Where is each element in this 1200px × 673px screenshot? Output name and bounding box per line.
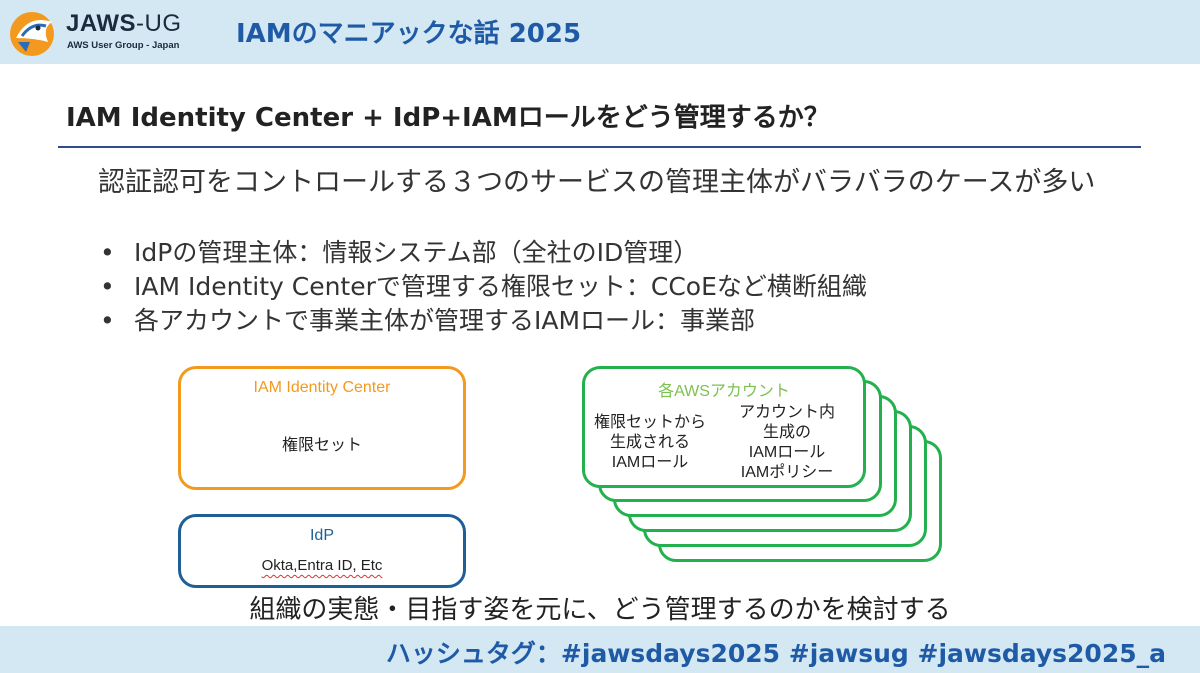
bullet-item: •IAM Identity Centerで管理する権限セット：CCoEなど横断組… (100, 270, 867, 304)
footer-bar: ハッシュタグ：#jawsdays2025 #jawsug #jawsdays20… (0, 626, 1200, 673)
iam-identity-center-label: IAM Identity Center (253, 379, 391, 396)
iam-identity-center-box: IAM Identity Center 権限セット (178, 366, 466, 490)
slide-title: IAM Identity Center + IdP+IAMロールをどう管理するか… (66, 103, 830, 133)
lead-text: 認証認可をコントロールする３つのサービスの管理主体がバラバラのケースが多い (98, 167, 1096, 198)
generated-iam-role-text: 権限セットから 生成される IAMロール (593, 414, 706, 471)
bullet-item: •各アカウントで事業主体が管理するIAMロール：事業部 (100, 304, 867, 338)
idp-providers-text: Okta,Entra ID, Etc (261, 557, 383, 574)
event-title: IAMのマニアックな話 2025 (236, 19, 582, 49)
in-account-iam-role-text: アカウント内 生成の IAMロール IAMポリシー (738, 404, 835, 481)
bullet-marker: • (100, 306, 115, 335)
title-divider (58, 146, 1141, 148)
idp-box: IdP Okta,Entra ID, Etc (178, 514, 466, 588)
bullet-marker: • (100, 238, 115, 267)
jaws-ug-logo: JAWS-UG AWS User Group - Japan (8, 8, 198, 58)
aws-account-box: 各AWSアカウント 権限セットから 生成される IAMロール アカウント内 生成… (582, 366, 866, 488)
logo-wordmark: JAWS-UG (66, 10, 182, 37)
bullet-list: •IdPの管理主体：情報システム部（全社のID管理） •IAM Identity… (100, 236, 867, 338)
header-bar: JAWS-UG AWS User Group - Japan IAMのマニアック… (0, 0, 1200, 64)
conclusion-text: 組織の実態・目指す姿を元に、どう管理するのかを検討する (249, 595, 951, 625)
hashtags-text: ハッシュタグ：#jawsdays2025 #jawsug #jawsdays20… (385, 639, 1166, 668)
permission-set-text: 権限セット (281, 437, 362, 454)
shark-mascot-icon (10, 12, 54, 56)
bullet-item: •IdPの管理主体：情報システム部（全社のID管理） (100, 236, 867, 270)
aws-account-label: 各AWSアカウント (658, 383, 790, 400)
idp-label: IdP (309, 527, 334, 544)
bullet-marker: • (100, 272, 115, 301)
logo-subtitle: AWS User Group - Japan (67, 40, 180, 51)
